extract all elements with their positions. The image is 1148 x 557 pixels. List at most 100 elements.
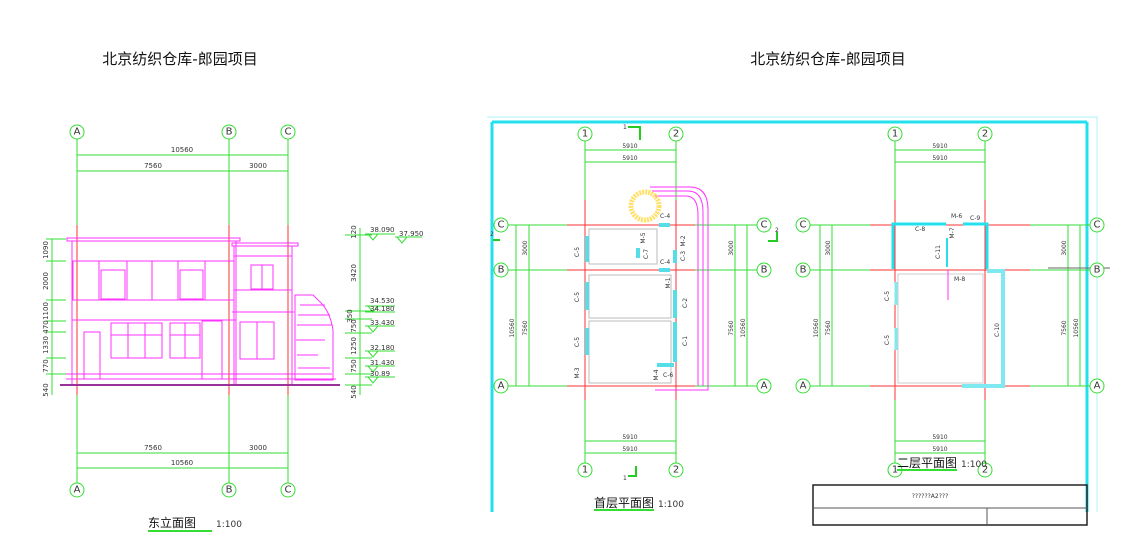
level-3089: 30.89 bbox=[370, 370, 390, 378]
axis-bubble-1-top: 1 bbox=[887, 126, 903, 142]
title-block: ??????A2??? bbox=[812, 484, 1088, 526]
plan1-label: C-5 bbox=[574, 292, 581, 302]
axis-bubble-a-left: A bbox=[493, 378, 509, 394]
svg-text:A: A bbox=[498, 381, 505, 392]
svg-text:B: B bbox=[226, 485, 233, 496]
section-mark-bottom: 1 bbox=[623, 475, 627, 482]
plan1-label: M-4 bbox=[653, 369, 660, 380]
left-dim-2: 2000 bbox=[42, 272, 50, 290]
plan2-dim-total-left: 10560 bbox=[813, 318, 820, 337]
plan1-label: C-6 bbox=[663, 372, 673, 379]
plan2-label: C-5 bbox=[884, 335, 891, 345]
plan1-label: C-4 bbox=[660, 213, 670, 220]
plan2-label: C-8 bbox=[915, 226, 925, 233]
axis-bubble-c-left: C bbox=[795, 217, 811, 233]
axis-bubble-2-top: 2 bbox=[668, 126, 684, 142]
plan2-label: C-10 bbox=[994, 323, 1001, 337]
plan1-dim-ba-left: 7560 bbox=[522, 320, 529, 335]
svg-text:1: 1 bbox=[582, 129, 588, 140]
plan1-dim-total-left: 10560 bbox=[509, 318, 516, 337]
axis-bubble-a-bottom: A bbox=[69, 482, 85, 498]
level-38090: 38.090 bbox=[370, 226, 395, 234]
dim-ab-top: 7560 bbox=[144, 162, 162, 170]
right-dim-4: 750 bbox=[350, 319, 358, 332]
svg-text:C: C bbox=[761, 220, 768, 231]
dim-ab-bottom: 7560 bbox=[144, 444, 162, 452]
plan1-caption: 首层平面图 bbox=[594, 496, 654, 510]
left-dim-1: 1090 bbox=[42, 241, 50, 259]
plan2-dim-cb-right: 3000 bbox=[1061, 240, 1068, 255]
svg-text:A: A bbox=[74, 485, 81, 496]
axis-bubble-b-left: B bbox=[795, 262, 811, 278]
elevation-scale: 1:100 bbox=[216, 520, 242, 530]
svg-text:C: C bbox=[800, 220, 807, 231]
left-dim-4: 470 bbox=[42, 320, 50, 333]
plan2-label: M-8 bbox=[954, 276, 965, 283]
svg-text:2: 2 bbox=[982, 129, 988, 140]
axis-bubble-b-right: B bbox=[756, 262, 772, 278]
right-dim-5: 1250 bbox=[350, 337, 358, 355]
axis-bubble-b-bottom: B bbox=[221, 482, 237, 498]
elevation-caption: 东立面图 bbox=[148, 515, 196, 530]
plan2-dim-ba-right: 7560 bbox=[1061, 320, 1068, 335]
east-elevation: 10560 7560 3000 7560 3000 10560 A B C A … bbox=[42, 124, 424, 532]
plan2-label: M-7 bbox=[949, 227, 956, 238]
plan1-label: M-3 bbox=[574, 367, 581, 378]
axis-bubble-c-bottom: C bbox=[280, 482, 296, 498]
right-dim-1: 120 bbox=[350, 225, 358, 238]
right-dim-7: 540 bbox=[350, 385, 358, 398]
sheet-title-right: 北京纺织仓库-郎园项目 bbox=[750, 50, 905, 68]
plan1-dim-top-2: 5910 bbox=[622, 155, 637, 162]
plan2-dim-total-right: 10560 bbox=[1073, 318, 1080, 337]
svg-text:2: 2 bbox=[673, 129, 679, 140]
level-31430: 31.430 bbox=[370, 359, 395, 367]
section-mark-left: 2 bbox=[490, 231, 494, 238]
plan1-scale: 1:100 bbox=[658, 500, 684, 510]
left-dim-6: 770 bbox=[42, 359, 50, 372]
plan2-dim-bottom-1: 5910 bbox=[932, 434, 947, 441]
plan2-dim-top-1: 5910 bbox=[932, 143, 947, 150]
axis-bubble-c-right: C bbox=[756, 217, 772, 233]
second-floor-plan: 5910 5910 5910 5910 10560 3000 7560 1056… bbox=[795, 126, 1110, 478]
plan2-label: C-11 bbox=[935, 245, 942, 259]
section-mark-top: 1 bbox=[623, 124, 627, 131]
svg-text:C: C bbox=[285, 485, 292, 496]
svg-text:B: B bbox=[800, 265, 807, 276]
plan2-label: C-9 bbox=[970, 215, 980, 222]
plan1-label: C-7 bbox=[643, 249, 650, 259]
svg-text:B: B bbox=[761, 265, 768, 276]
plan1-dim-bottom-1: 5910 bbox=[622, 434, 637, 441]
plan2-dim-bottom-2: 5910 bbox=[932, 446, 947, 453]
plan2-dim-ba-left: 7560 bbox=[825, 320, 832, 335]
axis-bubble-1-top: 1 bbox=[577, 126, 593, 142]
plan2-dim-top-2: 5910 bbox=[932, 155, 947, 162]
plan1-dim-cb-left: 3000 bbox=[522, 240, 529, 255]
axis-bubble-2-bottom: 2 bbox=[977, 462, 993, 478]
plan1-label: M-5 bbox=[640, 232, 647, 243]
ground-floor-plan: 5910 5910 5910 5910 10560 3000 7560 1056… bbox=[490, 124, 779, 511]
svg-text:A: A bbox=[74, 127, 81, 138]
svg-text:A: A bbox=[1094, 381, 1101, 392]
svg-text:C: C bbox=[1094, 220, 1101, 231]
axis-bubble-c-right: C bbox=[1089, 217, 1105, 233]
plan1-label: C-1 bbox=[682, 336, 689, 346]
plan1-label: M-1 bbox=[665, 277, 672, 288]
left-dim-5: 1330 bbox=[42, 336, 50, 354]
axis-bubble-a-right: A bbox=[1089, 378, 1105, 394]
axis-bubble-a-top: A bbox=[69, 124, 85, 140]
plan1-dim-total-right: 10560 bbox=[740, 318, 747, 337]
axis-bubble-1-bottom: 1 bbox=[577, 462, 593, 478]
level-37950: 37.950 bbox=[399, 230, 424, 238]
axis-bubble-b-left: B bbox=[493, 262, 509, 278]
svg-text:C: C bbox=[285, 127, 292, 138]
plan1-dim-ba-right: 7560 bbox=[728, 320, 735, 335]
plan1-label: C-5 bbox=[574, 247, 581, 257]
svg-text:1: 1 bbox=[892, 465, 898, 476]
svg-text:2: 2 bbox=[673, 465, 679, 476]
plan2-caption: 二层平面图 bbox=[897, 456, 957, 470]
sheet-title-left: 北京纺织仓库-郎园项目 bbox=[102, 50, 257, 68]
plan1-label: C-2 bbox=[682, 298, 689, 308]
plan2-scale: 1:100 bbox=[961, 460, 987, 470]
axis-bubble-c-left: C bbox=[493, 217, 509, 233]
